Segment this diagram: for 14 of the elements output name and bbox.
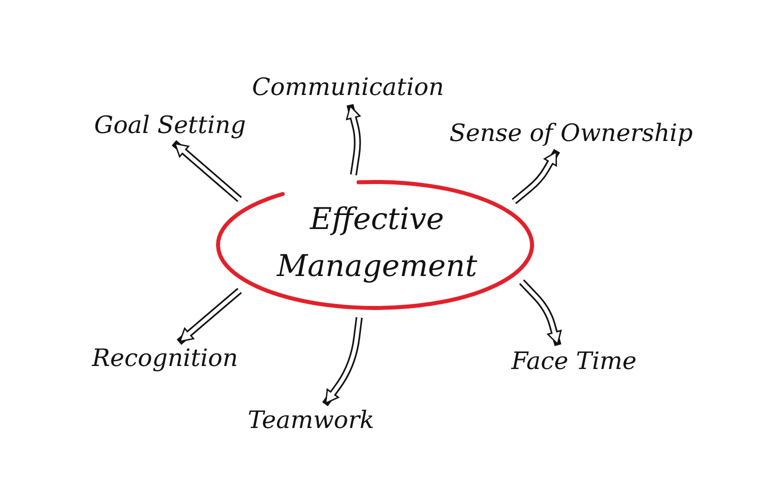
topic-label: Communication bbox=[252, 74, 444, 102]
topic-label: Face Time bbox=[511, 348, 637, 376]
center-label: Management bbox=[276, 250, 478, 283]
hollow-arrow bbox=[519, 279, 562, 346]
hollow-arrow bbox=[322, 317, 363, 406]
hollow-arrow bbox=[512, 149, 560, 204]
topic-label: Recognition bbox=[92, 345, 238, 373]
topic-label: Goal Setting bbox=[94, 112, 246, 140]
hollow-arrow bbox=[176, 288, 242, 345]
hollow-arrow bbox=[346, 104, 362, 176]
hollow-arrow bbox=[172, 140, 242, 202]
topic-label: Sense of Ownership bbox=[449, 120, 693, 148]
topic-label: Teamwork bbox=[248, 407, 374, 435]
center-label: Effective bbox=[310, 203, 444, 236]
